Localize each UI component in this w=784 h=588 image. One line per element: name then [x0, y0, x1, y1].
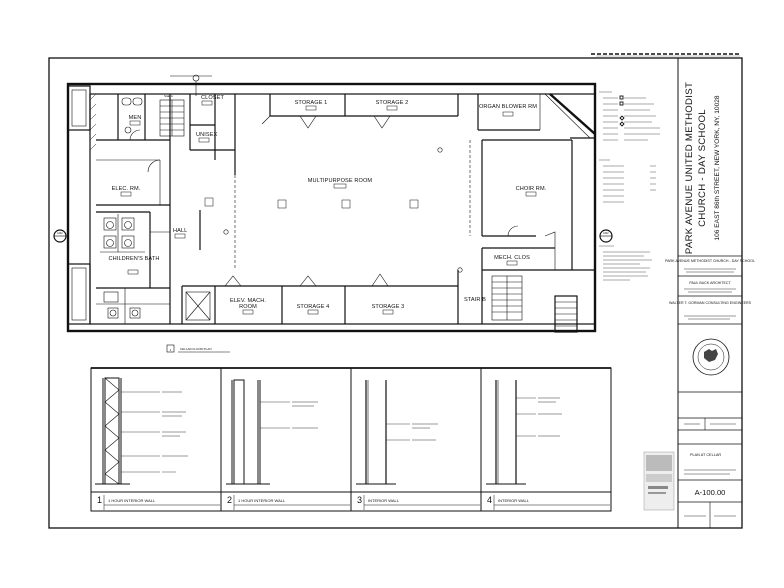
plan-number-box — [166, 344, 175, 353]
detail-4-title: INTERIOR WALL — [498, 498, 530, 503]
detail-1-title: 1 HOUR INTERIOR WALL — [108, 498, 156, 503]
project-name-line-1: PARK AVENUE UNITED METHODIST — [684, 82, 695, 254]
wall-details-strip — [90, 367, 612, 512]
architect-name: PAUL BUCK ARCHITECT — [689, 281, 731, 285]
room-label-stair-a: Stair A — [164, 94, 173, 98]
engineer-name: WALTER T. GORMAN CONSULTING ENGINEERS — [669, 301, 752, 305]
project-name-line-2: CHURCH - DAY SCHOOL — [697, 109, 708, 227]
room-label-choir-rm: CHOIR RM. — [516, 186, 547, 192]
engineer-seal — [692, 338, 730, 376]
room-label-mech-clos: MECH. CLOS — [494, 255, 530, 261]
legend-area — [599, 91, 660, 281]
detail-2-title: 1 HOUR INTERIOR WALL — [238, 498, 286, 503]
room-label-elev-mach-room-line: ELEV. MACH.ROOM — [230, 298, 266, 310]
svg-text:A302: A302 — [57, 232, 63, 235]
room-label-multipurpose-room: MULTIPURPOSE ROOM — [308, 178, 373, 184]
detail-3-number: 3 — [357, 495, 362, 505]
room-label-stair-b: STAIR B — [464, 297, 486, 303]
plan-caption: CELLAR FLOOR PLAN — [180, 347, 212, 351]
plan-number: 1 — [170, 348, 172, 352]
room-label-unisex: UNISEX — [196, 132, 218, 138]
sheet-number: A-100.00 — [695, 488, 726, 497]
sheet-border — [48, 57, 743, 529]
detail-1-number: 1 — [97, 495, 102, 505]
client-name: PARK AVENUE METHODIST CHURCH - DAY SCHOO… — [665, 259, 755, 263]
cellar-floor-plan: A302 A302 — [53, 74, 613, 333]
room-label-storage-2: STORAGE 2 — [376, 100, 409, 106]
room-label-storage-4: STORAGE 4 — [297, 304, 330, 310]
detail-2-number: 2 — [227, 495, 232, 505]
detail-4-number: 4 — [487, 495, 492, 505]
sheet-title: PLAN AT CELLAR — [690, 453, 721, 457]
svg-text:A302: A302 — [603, 232, 609, 235]
room-label-elec-rm: ELEC. RM. — [112, 186, 141, 192]
room-label-childrens-bath: CHILDREN'S BATH — [109, 256, 160, 262]
title-block — [643, 58, 742, 528]
project-address: 106 EAST 86th STREET, NEW YORK, NY, 1002… — [714, 95, 721, 240]
room-label-storage-3: STORAGE 3 — [372, 304, 405, 310]
room-label-closet: CLOSET — [201, 95, 224, 101]
room-label-organ-blower-rm: ORGAN BLOWER RM — [479, 104, 537, 110]
room-label-storage-1: STORAGE 1 — [295, 100, 328, 106]
room-label-hall: HALL — [173, 228, 187, 234]
detail-3-title: INTERIOR WALL — [368, 498, 400, 503]
room-label-men: MEN — [129, 115, 142, 121]
